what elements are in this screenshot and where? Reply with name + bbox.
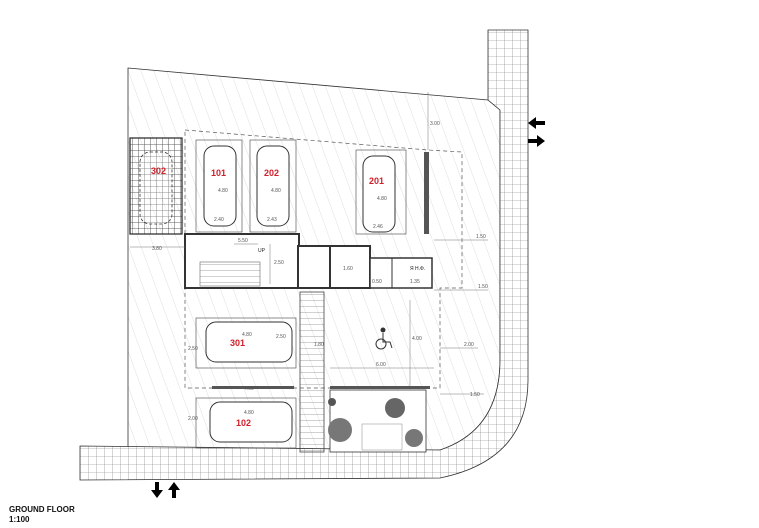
stair-label: UP xyxy=(258,248,266,254)
dim-2-50c: 2.50 xyxy=(276,334,286,340)
car-dim-102: 4.80 xyxy=(244,410,254,416)
arrow-right-icon xyxy=(528,135,545,147)
dimension-lines xyxy=(130,92,488,395)
dim-3-80: 3.80 xyxy=(152,246,162,252)
wheelchair-icon xyxy=(375,327,393,350)
dim-1-35: 1.35 xyxy=(410,279,420,285)
drawing-scale: 1:100 xyxy=(9,515,30,524)
car-dim-101: 4.80 xyxy=(218,188,228,194)
car-dim-301: 4.80 xyxy=(242,332,252,338)
sidewalk-right xyxy=(79,29,529,481)
parking-slot-lines xyxy=(195,139,407,449)
parking-label-102: 102 xyxy=(236,418,251,428)
parking-label-302: 302 xyxy=(151,166,166,176)
dim-1-50: 1.50 xyxy=(476,234,486,240)
cars xyxy=(203,145,396,443)
parking-label-201: 201 xyxy=(369,176,384,186)
dim-1-50b: 1.50 xyxy=(478,284,488,290)
parking-label-101: 101 xyxy=(211,168,226,178)
dim-4-00: 4.00 xyxy=(412,336,422,342)
slot-width-201: 2.46 xyxy=(373,224,383,230)
building-core xyxy=(184,233,433,289)
dim-2-00b: 2.00 xyxy=(188,416,198,422)
arrow-left-icon xyxy=(528,117,545,129)
dim-4-60: 4.60 xyxy=(244,386,254,392)
dim-1-60: 1.60 xyxy=(343,266,353,272)
lattice-parking-302 xyxy=(129,137,183,235)
parking-label-301: 301 xyxy=(230,338,245,348)
dim-3-00: 3.00 xyxy=(430,121,440,127)
car-dim-202: 4.80 xyxy=(271,188,281,194)
dim-2-50b: 2.50 xyxy=(188,346,198,352)
walls xyxy=(212,152,430,389)
dim-6-00: 6.00 xyxy=(376,362,386,368)
dim-1-50c: 1.50 xyxy=(470,392,480,398)
dim-2-00: 2.00 xyxy=(464,342,474,348)
parking-label-202: 202 xyxy=(264,168,279,178)
slot-width-101: 2.40 xyxy=(214,217,224,223)
garden xyxy=(328,389,427,453)
arrow-up-icon xyxy=(168,482,180,498)
dim-1-80: 1.80 xyxy=(314,342,324,348)
drawing-title: GROUND FLOOR xyxy=(9,505,75,514)
dim-2-50: 2.50 xyxy=(274,260,284,266)
slot-width-202: 2.43 xyxy=(267,217,277,223)
car-dim-201: 4.80 xyxy=(377,196,387,202)
room-label: Я Н.Ф. xyxy=(410,266,425,272)
ramp xyxy=(299,291,325,453)
dim-5-50: 5.50 xyxy=(238,238,248,244)
dim-0-50: 0.50 xyxy=(372,279,382,285)
arrow-down-icon xyxy=(151,482,163,498)
